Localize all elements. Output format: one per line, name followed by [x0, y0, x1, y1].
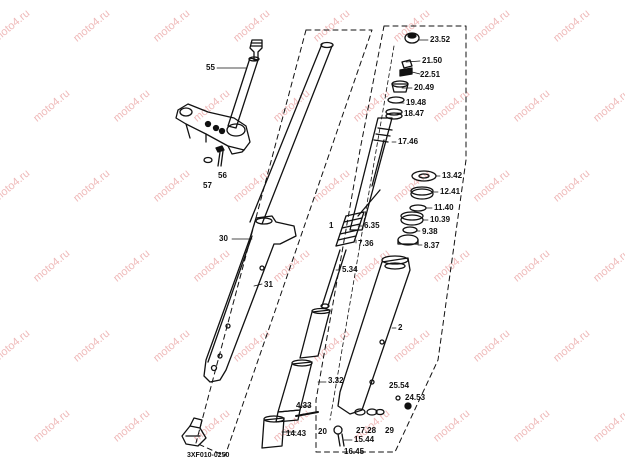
right-outer-tube [337, 255, 411, 415]
part-label-3-32: 3.32 [328, 376, 344, 385]
part-label-14-43: 14.43 [286, 429, 307, 438]
part-label-20: 20 [318, 427, 327, 436]
part-label-31: 31 [264, 280, 273, 289]
part-label-20-49: 20.49 [414, 83, 435, 92]
part-label-18-47: 18.47 [404, 109, 425, 118]
washer-57 [203, 156, 213, 164]
part-label-1: 1 [329, 221, 334, 230]
bolt-56 [215, 145, 225, 167]
left-group-outline [195, 29, 373, 457]
part-label-2: 2 [398, 323, 403, 332]
lower-rod [320, 249, 347, 309]
part-label-30: 30 [219, 234, 228, 243]
steering-stem [227, 39, 263, 129]
left-outer-tube [203, 215, 297, 383]
part-label-16-45: 16.45 [344, 447, 365, 456]
cap-stack [385, 32, 420, 120]
part-label-9-38: 9.38 [422, 227, 438, 236]
part-label-10-39: 10.39 [430, 215, 451, 224]
part-label-21-50: 21.50 [422, 56, 443, 65]
center-line [329, 45, 395, 421]
part-label-8-37: 8.37 [424, 241, 440, 250]
part-label-15-44: 15.44 [354, 435, 375, 444]
part-label-5-34: 5.34 [342, 265, 358, 274]
part-label-19-48: 19.48 [406, 98, 427, 107]
part-label-56: 56 [218, 171, 227, 180]
part-label-4-33: 4.33 [296, 401, 312, 410]
diagram-code: 3XF010-0250 [187, 452, 230, 459]
part-label-25-54: 25.54 [389, 381, 410, 390]
slider-pieces [261, 307, 331, 449]
bottom-hardware [295, 395, 412, 447]
part-label-17-46: 17.46 [398, 137, 419, 146]
part-label-27-28: 27.28 [356, 426, 377, 435]
under-bracket [175, 103, 251, 155]
part-label-22-51: 22.51 [420, 70, 441, 79]
part-label-6-35: 6.35 [364, 221, 380, 230]
part-label-55: 55 [206, 63, 215, 72]
part-label-12-41: 12.41 [440, 187, 461, 196]
part-label-23-52: 23.52 [430, 35, 451, 44]
bottom-left-cap [181, 417, 207, 447]
part-label-29: 29 [385, 426, 394, 435]
part-label-24-53: 24.53 [405, 393, 426, 402]
part-label-7-36: 7.36 [358, 239, 374, 248]
leader-lines [216, 39, 441, 441]
part-label-57: 57 [203, 181, 212, 190]
left-inner-tube [249, 41, 334, 225]
part-label-11-40: 11.40 [434, 203, 454, 212]
fork-spring [335, 211, 365, 247]
part-label-13-42: 13.42 [442, 171, 463, 180]
